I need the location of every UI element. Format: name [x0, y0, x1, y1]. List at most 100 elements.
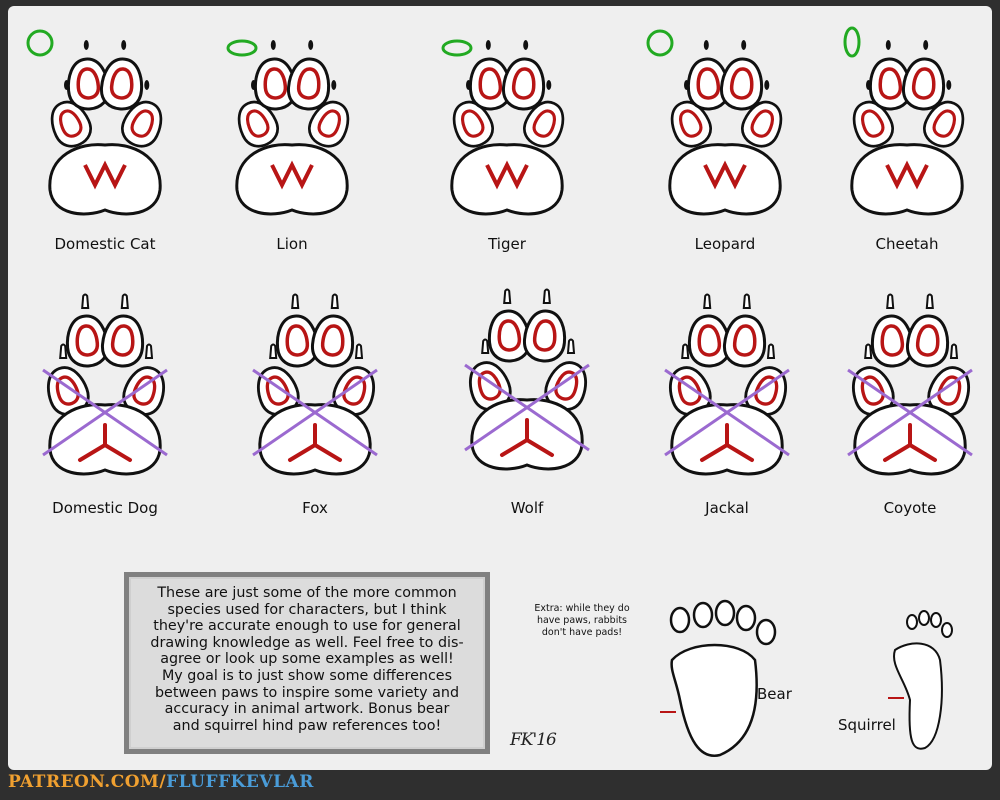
- toe-pad: [669, 606, 691, 634]
- main-pad: [668, 143, 782, 216]
- toe-pad: [521, 307, 569, 365]
- squirrel-sole: [893, 642, 943, 750]
- toe-nub: [485, 40, 491, 50]
- green-marker: [646, 29, 674, 57]
- toe-pad: [755, 618, 777, 646]
- green-marker: [441, 39, 473, 57]
- paw-label: Leopard: [694, 235, 756, 253]
- toe-pad: [285, 55, 333, 113]
- squirrel-hind-paw: [888, 610, 953, 750]
- toe-nub: [741, 40, 747, 50]
- x-line: [847, 368, 973, 457]
- paw-tiger: [441, 39, 573, 216]
- toe-nub: [546, 80, 552, 90]
- claw: [681, 343, 690, 359]
- toe-pad: [309, 312, 357, 370]
- claw: [120, 293, 129, 309]
- toe-pad: [930, 612, 942, 628]
- green-marker: [843, 26, 861, 58]
- toe-nub: [121, 40, 127, 50]
- main-pad: [850, 143, 964, 216]
- paw-leopard: [646, 29, 791, 216]
- claw: [291, 293, 300, 309]
- claw: [886, 293, 895, 309]
- main-pad: [235, 143, 349, 216]
- toe-pad: [735, 604, 757, 632]
- note-line: accuracy in animal artwork. Bonus bear: [164, 701, 450, 718]
- pad-marking: [83, 160, 127, 190]
- footer-handle: FLUFFKEVLAR: [166, 772, 314, 792]
- pad-marking: [883, 423, 937, 462]
- bear-hind-paw: [660, 599, 777, 757]
- pad-marking: [700, 423, 754, 462]
- claw: [767, 343, 775, 359]
- note-line: they're accurate enough to use for gener…: [153, 618, 461, 635]
- extra-line: Extra: while they do: [534, 603, 630, 614]
- pad-marking: [885, 160, 929, 190]
- paw-domestic-cat: [26, 29, 171, 216]
- paw-label: Coyote: [883, 499, 937, 517]
- claw: [503, 288, 512, 304]
- squirrel-label: Squirrel: [838, 716, 896, 734]
- toe-pad: [900, 55, 948, 113]
- toe-nub: [144, 80, 150, 90]
- claw: [355, 343, 363, 359]
- x-line: [464, 363, 590, 452]
- paw-label: Jackal: [705, 499, 749, 517]
- extra-line: have paws, rabbits: [536, 615, 628, 626]
- toe-nub: [308, 40, 314, 50]
- note-line: These are just some of the more common: [157, 585, 457, 601]
- paw-coyote: [844, 293, 978, 476]
- toe-pad: [99, 312, 147, 370]
- paw-lion: [226, 39, 358, 216]
- x-line: [42, 368, 168, 457]
- toe-nub: [923, 40, 929, 50]
- claw: [864, 343, 873, 359]
- paw-wolf: [461, 288, 595, 471]
- claw: [81, 293, 90, 309]
- toe-pad: [98, 55, 146, 113]
- patreon-footer-link[interactable]: PATREON.COM/FLUFFKEVLAR: [8, 772, 314, 792]
- toe-pad: [941, 622, 953, 638]
- note-line: and squirrel hind paw references too!: [172, 717, 442, 734]
- green-marker: [226, 39, 258, 57]
- pad-marking: [288, 423, 342, 462]
- main-pad: [48, 143, 162, 216]
- pad-marking: [485, 160, 529, 190]
- note-line: drawing knowledge as well. Feel free to …: [150, 634, 464, 651]
- claw: [269, 343, 278, 359]
- toe-pad: [906, 614, 918, 630]
- note-line: species used for characters, but I think: [167, 601, 447, 618]
- paw-label: Domestic Cat: [54, 235, 156, 253]
- claw: [742, 293, 751, 309]
- x-line: [252, 368, 378, 457]
- claw: [59, 343, 68, 359]
- claw: [330, 293, 339, 309]
- paw-label: Domestic Dog: [52, 499, 158, 517]
- bear-sole: [670, 643, 758, 757]
- toe-nub: [946, 80, 952, 90]
- paw-fox: [249, 293, 383, 476]
- claw: [925, 293, 934, 309]
- claw: [950, 343, 958, 359]
- artist-signature: FK'16: [510, 730, 557, 750]
- extra-line: don't have pads!: [541, 627, 623, 638]
- paw-label: Fox: [302, 499, 328, 517]
- pad-marking: [270, 160, 314, 190]
- pad-marking: [500, 418, 554, 457]
- claw: [145, 343, 153, 359]
- pad-marking: [78, 423, 132, 462]
- claw: [703, 293, 712, 309]
- paw-label: Wolf: [510, 499, 544, 517]
- toe-nub: [270, 40, 276, 50]
- x-line: [664, 368, 790, 457]
- toe-pad: [692, 601, 714, 629]
- note-line: My goal is to just show some differences: [161, 667, 453, 684]
- claw: [542, 288, 551, 304]
- paw-label: Cheetah: [875, 235, 939, 253]
- toe-nub: [885, 40, 891, 50]
